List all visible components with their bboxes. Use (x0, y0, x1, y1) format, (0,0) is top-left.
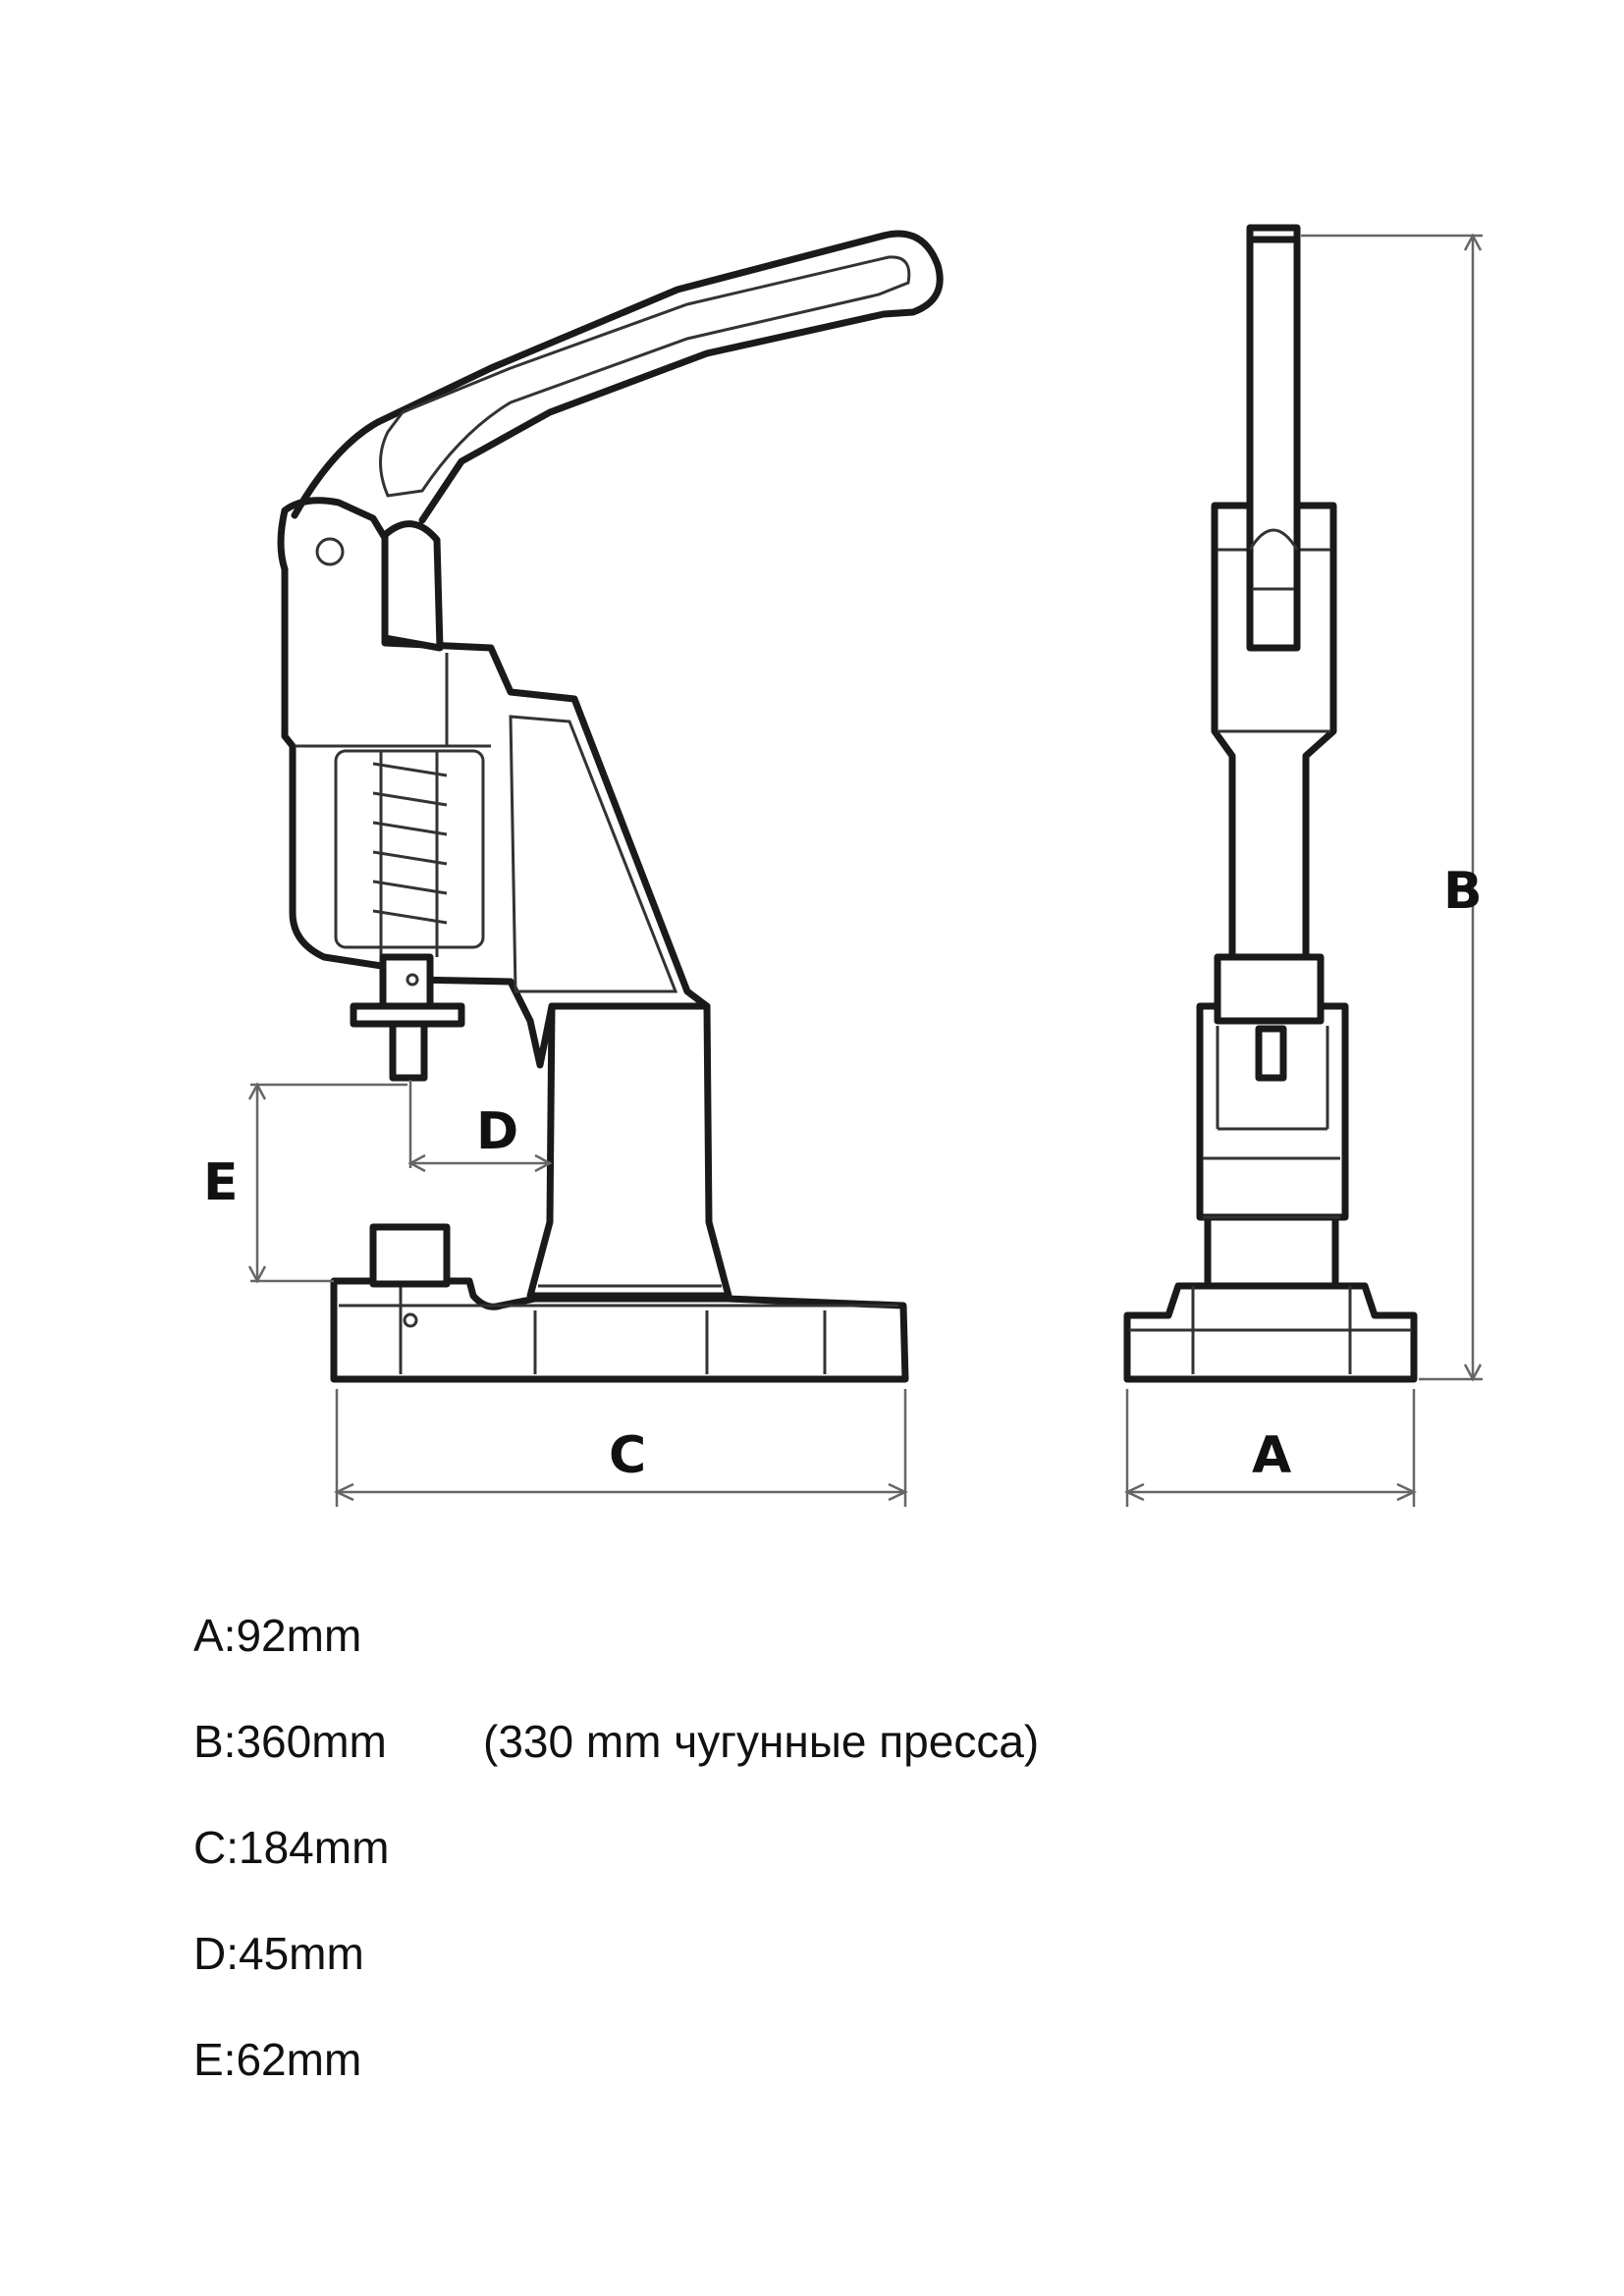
spec-e-value: E:62mm (193, 2034, 362, 2085)
press-side-view (1123, 224, 1483, 1507)
label-c: C (609, 1426, 646, 1485)
dimension-specs-list: A:92mm B:360mm (330 mm чугунные пресса) C… (193, 1610, 1039, 2140)
dimension-e (247, 1082, 407, 1284)
spring-assembly (334, 749, 485, 957)
spec-c: C:184mm (193, 1822, 389, 1874)
spec-d: D:45mm (193, 1928, 389, 1980)
spec-e: E:62mm (193, 2034, 389, 2086)
label-a: A (1252, 1426, 1291, 1485)
dimension-a (1124, 1389, 1417, 1507)
side-handle (1246, 224, 1301, 652)
spec-a: A:92mm (193, 1610, 389, 1662)
side-anvil (1204, 1213, 1339, 1290)
spec-b: B:360mm (330 mm чугунные пресса) (193, 1716, 1039, 1768)
side-punch (1214, 953, 1325, 1082)
label-d: D (476, 1102, 518, 1161)
spec-a-value: A:92mm (193, 1610, 362, 1661)
dimension-d (407, 1080, 553, 1173)
dimension-b (1301, 233, 1483, 1382)
anvil-block (369, 1223, 451, 1288)
lever-handle (291, 230, 944, 524)
upper-housing (381, 520, 444, 652)
spec-b-value: B:360mm (193, 1716, 387, 1767)
side-base (1123, 1282, 1418, 1383)
press-front-view (247, 230, 944, 1507)
spec-c-value: C:184mm (193, 1822, 390, 1873)
dimension-c (334, 1389, 908, 1507)
punch (350, 953, 465, 1082)
press-frame (277, 497, 711, 1069)
label-b: B (1443, 862, 1483, 921)
press-column (526, 1002, 732, 1300)
spec-b-note: (330 mm чугунные пресса) (483, 1716, 1040, 1767)
spec-d-value: D:45mm (193, 1928, 364, 1979)
press-base-plate (330, 1277, 909, 1383)
label-e: E (203, 1153, 239, 1212)
